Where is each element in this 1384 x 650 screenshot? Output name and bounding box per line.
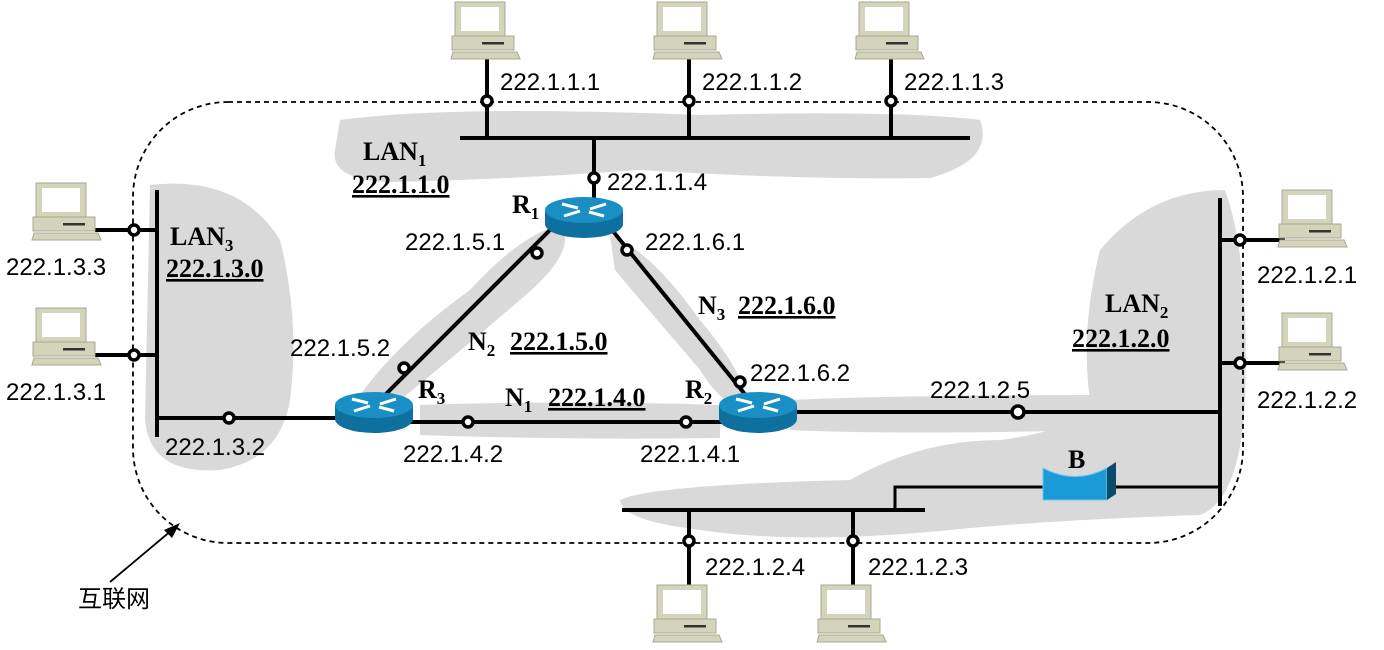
internet-label: 互联网 bbox=[78, 585, 150, 613]
bridge-icon bbox=[1042, 462, 1116, 501]
router-port-ip: 222.1.1.4 bbox=[607, 169, 707, 196]
router-r3-label: R3 bbox=[418, 375, 445, 408]
lan2-bus bbox=[622, 198, 1285, 590]
router-port-ip: 222.1.6.2 bbox=[750, 360, 850, 387]
router-port-ip: 222.1.4.1 bbox=[640, 441, 740, 468]
computer-icon bbox=[31, 182, 102, 241]
lan3-network: 222.1.3.0 bbox=[166, 254, 264, 283]
n1-network: 222.1.4.0 bbox=[548, 383, 646, 412]
n2-network: 222.1.5.0 bbox=[510, 327, 608, 356]
host-ip: 222.1.1.3 bbox=[904, 69, 1004, 96]
router-port-ip: 222.1.6.1 bbox=[645, 229, 745, 256]
host-ip: 222.1.3.1 bbox=[6, 379, 106, 406]
computer-icon bbox=[854, 1, 925, 60]
computer-icon bbox=[31, 307, 102, 366]
router-r1-label: R1 bbox=[512, 190, 539, 223]
computer-icon bbox=[652, 1, 723, 60]
router-port-ip: 222.1.3.2 bbox=[165, 434, 265, 461]
n3-label: N3 bbox=[698, 291, 725, 324]
router-r2-label: R2 bbox=[685, 375, 712, 408]
n1-label: N1 bbox=[505, 383, 532, 416]
lan1-region bbox=[334, 111, 983, 182]
bridge-label: B bbox=[1068, 445, 1085, 474]
computer-icon bbox=[652, 584, 723, 643]
router-port-ip: 222.1.4.2 bbox=[403, 441, 503, 468]
computer-icon bbox=[1277, 312, 1348, 371]
router-icon bbox=[333, 390, 415, 435]
n2-label: N2 bbox=[468, 327, 495, 360]
n3-region bbox=[610, 235, 746, 406]
host-ip: 222.1.3.3 bbox=[6, 254, 106, 281]
lan1-label: LAN1 bbox=[363, 137, 426, 170]
router-icon bbox=[543, 195, 625, 240]
router-port-ip: 222.1.2.5 bbox=[930, 377, 1030, 404]
lan2-label: LAN2 bbox=[1105, 289, 1168, 322]
computer-icon bbox=[816, 584, 887, 643]
host-ip: 222.1.2.1 bbox=[1257, 262, 1357, 289]
router-port-ip: 222.1.5.1 bbox=[405, 229, 505, 256]
host-ip: 222.1.2.4 bbox=[705, 554, 805, 581]
router-icon bbox=[717, 390, 799, 435]
n3-network: 222.1.6.0 bbox=[738, 291, 836, 320]
host-ip: 222.1.1.2 bbox=[702, 69, 802, 96]
lan1-network: 222.1.1.0 bbox=[352, 170, 450, 199]
lan3-bus bbox=[95, 190, 340, 437]
lan2-network: 222.1.2.0 bbox=[1072, 324, 1170, 353]
host-ip: 222.1.1.1 bbox=[500, 69, 600, 96]
host-ip: 222.1.2.3 bbox=[868, 554, 968, 581]
router-port-ip: 222.1.5.2 bbox=[290, 335, 390, 362]
lan3-region bbox=[145, 183, 294, 471]
lan3-label: LAN3 bbox=[170, 222, 233, 255]
n3-link bbox=[610, 228, 750, 400]
computer-icon bbox=[1277, 189, 1348, 248]
computer-icon bbox=[450, 1, 521, 60]
internet-arrow bbox=[109, 523, 180, 583]
host-ip: 222.1.2.2 bbox=[1257, 387, 1357, 414]
